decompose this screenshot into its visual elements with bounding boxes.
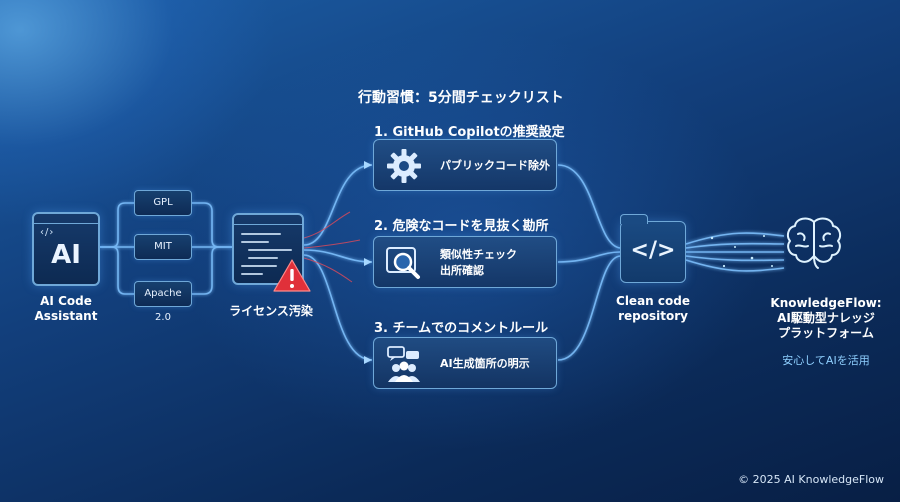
section-title-2: 2. 危険なコードを見抜く勘所 <box>374 219 549 234</box>
window-titlebar <box>34 214 98 224</box>
window-titlebar <box>234 215 302 225</box>
sparkle-dot <box>750 256 754 260</box>
ai-assistant-window: ‹/› AI <box>32 212 100 286</box>
platform-title-line3: プラットフォーム <box>778 326 874 340</box>
ai-assistant-caption: AI Code Assistant <box>20 294 112 324</box>
code-tag-icon: </> <box>630 238 676 263</box>
ai-caption-line1: AI Code <box>40 294 92 308</box>
panel1-to-repo-line <box>557 164 621 249</box>
contamination-strand-1 <box>303 211 351 239</box>
section-title-3: 3. チームでのコメントルール <box>374 321 549 336</box>
gpl-to-code-line <box>192 202 232 248</box>
checklist-panel-2: 類似性チェック 出所確認 <box>373 236 557 288</box>
panel2-line2: 出所確認 <box>440 264 484 277</box>
warning-icon <box>273 259 311 292</box>
code-line <box>241 241 269 243</box>
sparkle-dot <box>722 264 726 268</box>
stream-line-4 <box>685 255 785 262</box>
apache-to-code-line <box>192 246 232 295</box>
sparkle-dot <box>710 236 714 240</box>
contamination-caption: ライセンス汚染 <box>229 304 313 318</box>
license-apache: Apache 2.0 <box>134 281 192 323</box>
contamination-strand-3 <box>303 257 353 283</box>
sparkle-dot <box>763 235 765 237</box>
checklist-panel-1: パブリックコード除外 <box>373 139 557 191</box>
code-to-panel3-line <box>303 254 373 361</box>
ai-to-apache-line <box>100 246 134 295</box>
brain-icon <box>786 217 842 269</box>
platform-title: KnowledgeFlow: AI駆動型ナレッジ プラットフォーム <box>756 296 896 341</box>
arrowhead-panel2 <box>364 258 372 266</box>
panel3-line1: AI生成箇所の明示 <box>440 357 530 370</box>
arrowhead-panel3 <box>364 356 372 364</box>
code-line <box>241 233 281 235</box>
folder-tab <box>619 214 648 224</box>
platform-title-line1: KnowledgeFlow: <box>770 296 882 310</box>
contamination-strand-2 <box>303 239 361 249</box>
repository-caption-line1: Clean code <box>616 294 690 308</box>
repository-caption-line2: repository <box>618 309 688 323</box>
code-line <box>241 273 263 275</box>
sparkle-dot <box>734 246 736 248</box>
stream-line-5 <box>685 259 785 272</box>
checklist-panel-3: AI生成箇所の明示 <box>373 337 557 389</box>
ai-to-gpl-line <box>100 202 134 248</box>
team-chat-icon <box>387 346 420 382</box>
magnifier-icon <box>386 247 420 279</box>
panel2-line1: 類似性チェック <box>440 248 517 261</box>
code-line <box>248 249 292 251</box>
code-line <box>248 257 278 259</box>
panel2-to-repo-line <box>557 251 621 263</box>
license-gpl: GPL <box>134 190 192 216</box>
contaminated-code-window <box>232 213 304 285</box>
panel3-to-repo-line <box>557 255 621 361</box>
code-to-panel1-line <box>303 164 373 246</box>
clean-repository-folder: </> <box>619 214 686 283</box>
panel1-line1: パブリックコード除外 <box>440 159 550 172</box>
ai-label: AI <box>51 240 81 270</box>
ai-caption-line2: Assistant <box>34 309 98 323</box>
code-line <box>241 265 277 267</box>
section-title-1: 1. GitHub Copilotの推奨設定 <box>374 125 565 140</box>
stream-line-1 <box>685 232 785 245</box>
arrowhead-panel1 <box>364 161 372 169</box>
code-brackets-icon: ‹/› <box>40 227 55 238</box>
gear-icon <box>387 149 421 183</box>
license-mit: MIT <box>134 234 192 260</box>
platform-subtitle: 安心してAIを活用 <box>782 354 870 367</box>
checklist-heading: 行動習慣：5分間チェックリスト <box>358 90 564 106</box>
repository-caption: Clean code repository <box>600 294 706 324</box>
platform-title-line2: AI駆動型ナレッジ <box>777 311 875 325</box>
copyright-text: © 2025 AI KnowledgeFlow <box>738 473 884 486</box>
sparkle-dot <box>771 265 773 267</box>
stream-line-2 <box>685 242 785 249</box>
